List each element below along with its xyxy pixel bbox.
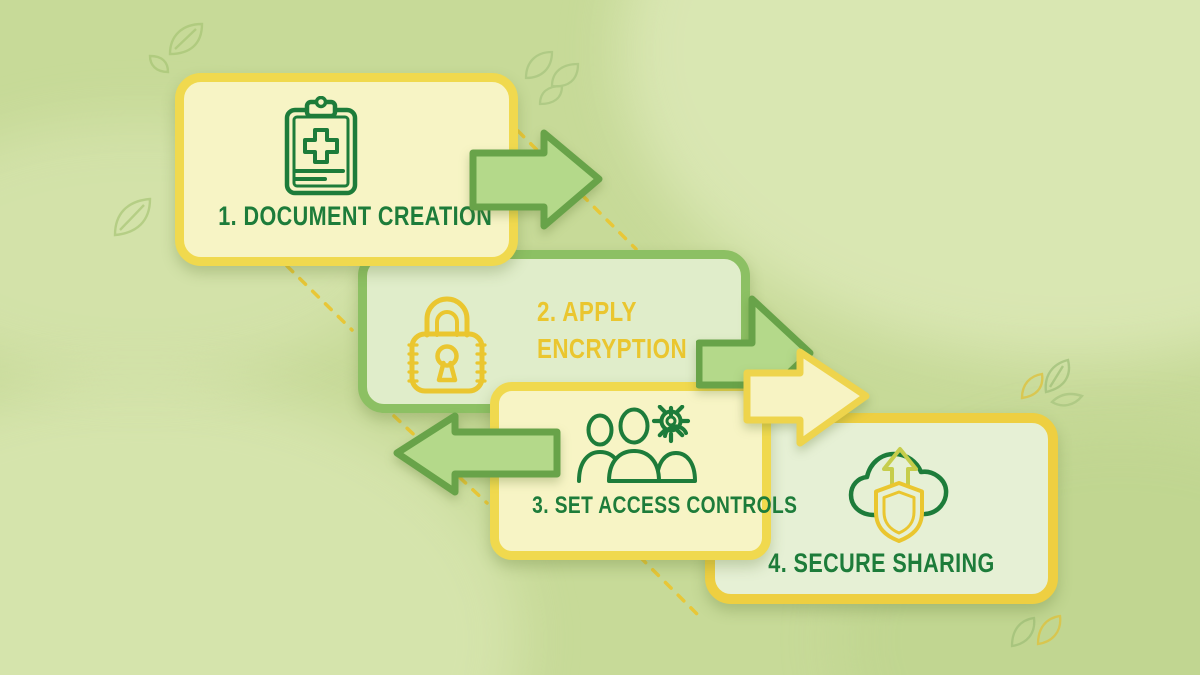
users-gear-icon: [577, 405, 697, 483]
arrow-right-icon: [469, 129, 603, 230]
cloud-upload-shield-icon: [848, 447, 949, 543]
leaf-decoration-icon: [1020, 358, 1085, 407]
leaf-decoration-icon: [113, 197, 152, 237]
padlock-icon: [407, 296, 487, 394]
step-label: 2. APPLY ENCRYPTION: [537, 293, 725, 367]
step-label: 4. SECURE SHARING: [768, 548, 995, 578]
step-label-line: ENCRYPTION: [537, 333, 688, 364]
arrow-right-icon: [743, 348, 870, 447]
step-label: 1. DOCUMENT CREATION: [218, 201, 493, 231]
step-label: 3. SET ACCESS CONTROLS: [532, 492, 798, 519]
leaf-decoration-icon: [148, 22, 204, 74]
step-label-line: 2. APPLY: [537, 296, 637, 327]
flow-step-1-card: 1. DOCUMENT CREATION: [175, 73, 518, 266]
leaf-decoration-icon: [524, 50, 580, 106]
arrow-left-icon: [393, 412, 561, 496]
clipboard-medical-icon: [284, 96, 358, 196]
leaf-decoration-icon: [1010, 614, 1062, 648]
